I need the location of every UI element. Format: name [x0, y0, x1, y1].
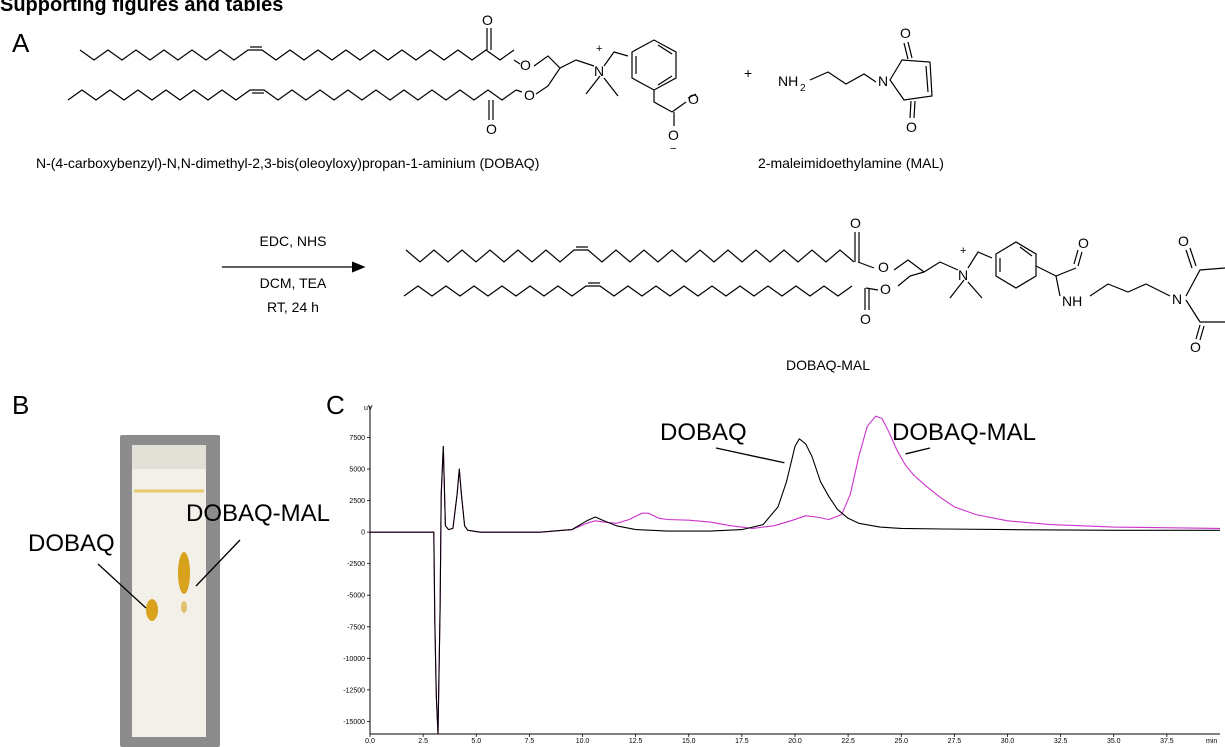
product-name: DOBAQ-MAL: [786, 357, 871, 373]
product-lower-chain: [403, 285, 853, 297]
y-tick-label: -12500: [343, 687, 365, 694]
x-tick-label: 2.5: [418, 738, 428, 745]
atom-subscript: 2: [800, 83, 806, 94]
atom-o: O: [900, 25, 911, 41]
atom-o: O: [688, 91, 699, 107]
x-tick-label: 37.5: [1160, 738, 1174, 745]
y-tick-label: 7500: [349, 435, 365, 442]
annotation-pointer: [715, 447, 785, 464]
atom-o: O: [486, 121, 497, 137]
atom-o: O: [860, 311, 871, 327]
atom-o: O: [906, 119, 917, 135]
y-tick-label: -15000: [343, 719, 365, 726]
y-tick-label: -7500: [347, 624, 365, 631]
dobaq-upper-chain: [79, 49, 515, 61]
panel-label-a: A: [12, 28, 30, 58]
y-tick-label: 0: [361, 530, 365, 537]
x-tick-label: 10.0: [576, 738, 590, 745]
atom-o: O: [880, 281, 891, 297]
tlc-plate-photo: [120, 435, 220, 747]
atom-o: O: [482, 12, 493, 28]
atom-o: O: [850, 215, 861, 231]
atom-o: O: [1178, 233, 1189, 249]
series-line-dobaq: [370, 438, 1220, 735]
tlc-pointers: [97, 539, 241, 609]
x-tick-label: 17.5: [735, 738, 749, 745]
atom-nh2: NH: [778, 73, 798, 89]
y-tick-label: -2500: [347, 561, 365, 568]
atom-n: N: [958, 267, 968, 283]
x-tick-label: 30.0: [1001, 738, 1015, 745]
atom-n: N: [878, 73, 888, 89]
reactant2-name: 2-maleimidoethylamine (MAL): [758, 155, 944, 171]
atom-o: O: [520, 57, 531, 73]
x-tick-label: 32.5: [1054, 738, 1068, 745]
charge-minus: −: [670, 143, 676, 155]
charge-plus: +: [596, 43, 602, 55]
reaction-plus: +: [744, 65, 752, 81]
tlc-plate: [132, 445, 206, 737]
panel-label-c: C: [326, 390, 345, 420]
x-tick-label: 7.5: [525, 738, 535, 745]
chromatogram-chart: uV min DOBAQ DOBAQ-MAL 7500 5000 2500 0 -250…: [343, 405, 1221, 745]
x-tick-label: 0.0: [365, 738, 375, 745]
tlc-spot-dobaq: [146, 599, 158, 621]
tlc-label-dobaq: DOBAQ: [28, 530, 115, 557]
y-tick-label: 5000: [349, 467, 365, 474]
x-tick-label: 15.0: [682, 738, 696, 745]
y-tick-label: 2500: [349, 498, 365, 505]
condition-line-2: DCM, TEA: [259, 275, 327, 291]
x-tick-label: 35.0: [1107, 738, 1121, 745]
x-unit-label: min: [1206, 738, 1217, 745]
tlc-spot-tail: [181, 601, 187, 613]
condition-line-1: EDC, NHS: [259, 233, 327, 249]
atom-o: O: [1078, 235, 1089, 251]
dobaq-benzene-ring: [631, 39, 677, 91]
atom-o: O: [878, 259, 889, 275]
dobaq-lower-chain: [67, 89, 517, 101]
tlc-pointer-dobaq: [97, 563, 147, 609]
y-tick-label: -5000: [347, 593, 365, 600]
atom-nh: NH: [1062, 293, 1082, 309]
atom-o: O: [1190, 339, 1201, 355]
y-unit-label: uV: [364, 405, 373, 412]
atom-n: N: [594, 63, 604, 79]
product-benzene-ring: [995, 241, 1037, 289]
x-tick-label: 5.0: [471, 738, 481, 745]
figure-heading: Supporting figures and tables: [0, 0, 284, 16]
atom-o: O: [668, 127, 679, 143]
x-tick-label: 20.0: [788, 738, 802, 745]
condition-line-3: RT, 24 h: [267, 299, 319, 315]
x-tick-label: 27.5: [948, 738, 962, 745]
atom-o: O: [524, 87, 535, 103]
x-tick-label: 25.0: [894, 738, 908, 745]
y-tick-label: -10000: [343, 656, 365, 663]
product-upper-chain: [405, 249, 855, 263]
charge-plus: +: [960, 245, 966, 257]
chrom-label-dobaq: DOBAQ: [660, 419, 747, 446]
tlc-label-dobaq-mal: DOBAQ-MAL: [186, 500, 331, 527]
panel-label-b: B: [12, 390, 30, 420]
mal-maleimide-ring: [889, 59, 933, 101]
series-line-dobaq-mal: [370, 415, 1221, 735]
x-tick-label: 12.5: [629, 738, 643, 745]
reaction-scheme: O O O O N + O O − + NH 2 N O O O O O O N…: [67, 12, 1225, 355]
chrom-label-dobaq-mal: DOBAQ-MAL: [892, 419, 1036, 446]
annotation-pointer: [905, 447, 931, 455]
tlc-spot-dobaq-mal: [178, 552, 190, 594]
x-tick-label: 22.5: [841, 738, 855, 745]
tlc-pointer-dobaq-mal: [195, 539, 241, 587]
product-maleimide-ring: [1185, 267, 1225, 323]
atom-n: N: [1172, 291, 1182, 307]
reactant1-name: N-(4-carboxybenzyl)-N,N-dimethyl-2,3-bis…: [36, 155, 540, 171]
